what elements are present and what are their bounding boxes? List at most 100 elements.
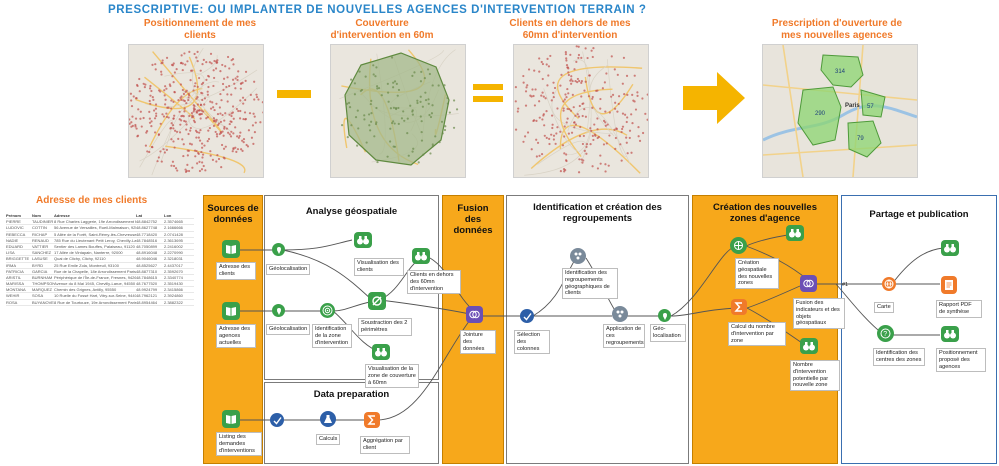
table-cell: 2.3613695 bbox=[164, 237, 183, 243]
browse-outside-binoculars-icon[interactable] bbox=[412, 248, 430, 264]
table-cell: 48.9046046 bbox=[136, 256, 158, 262]
table-cell: GARCIA bbox=[32, 268, 48, 274]
table-cell: BYRD bbox=[32, 262, 44, 268]
trade-area-target-icon[interactable] bbox=[320, 303, 335, 318]
agency-label-1: 314 bbox=[835, 69, 846, 75]
geolocation-groups-pin-icon[interactable] bbox=[658, 309, 671, 322]
label-identification-regroupements: Identification des regroupements géograp… bbox=[562, 268, 618, 300]
label-vis-zone: Visualisation de la zone de couverture à… bbox=[365, 364, 419, 389]
label-soustraction: Soustraction des 2 périmètres bbox=[358, 318, 412, 336]
table-cell: 2.3340774 bbox=[164, 274, 183, 280]
table-header-cell: Lat bbox=[136, 213, 142, 218]
cluster-analysis-icon[interactable] bbox=[570, 248, 586, 264]
table-cell: WEHIR bbox=[6, 293, 20, 299]
panel-title-fusion: Fusion des données bbox=[453, 203, 493, 236]
table-cell: 48.8627748 bbox=[136, 225, 158, 231]
table-cell: 2.0741428 bbox=[164, 231, 183, 237]
label-carte: Carte bbox=[874, 302, 894, 313]
table-cell: 25 Rue Emile Zola, Montreuil, 93100 bbox=[54, 262, 119, 268]
table-cell: 48.8916048 bbox=[136, 250, 158, 256]
table-header-cell: Lon bbox=[164, 213, 172, 218]
panel-sharing: Partage et publication bbox=[841, 195, 997, 464]
label-vis-clients: Visualisation des clients bbox=[354, 258, 404, 276]
map-prescription: 314 290 57 79 Paris bbox=[762, 44, 918, 178]
table-cell: MARISSA bbox=[6, 281, 25, 287]
input-interventions-book-icon[interactable] bbox=[222, 410, 240, 428]
table-cell: IRMA bbox=[6, 262, 16, 268]
table-cell: 17 Allée de Vintapain, Nanterre, 92000 bbox=[54, 250, 123, 256]
browse-binoculars-icon[interactable] bbox=[354, 232, 372, 248]
select-check-icon[interactable] bbox=[270, 413, 284, 427]
table-cell: BUYANOVER bbox=[32, 299, 54, 305]
table-cell: 48.7848615 bbox=[136, 274, 158, 280]
table-cell: LUDOVIC bbox=[6, 225, 24, 231]
table-cell: SANCHEZ bbox=[32, 250, 52, 256]
label-creation-zones: Création géospatiale des nouvelles zones bbox=[735, 258, 779, 290]
panel-title-sources: Sources de données bbox=[207, 203, 259, 225]
table-cell: 2.3519430 bbox=[164, 281, 183, 287]
table-cell: Périphérique de l'Île-de-France, Fresnes… bbox=[54, 274, 136, 280]
select-columns-check-icon[interactable] bbox=[520, 309, 534, 323]
geolocation-agencies-pin-icon[interactable] bbox=[272, 304, 285, 317]
table-cell: RICHAP bbox=[32, 231, 48, 237]
table-header-cell: Nom bbox=[32, 213, 41, 218]
table-cell: TAUDINIER bbox=[32, 219, 54, 225]
browse-report-binoculars-icon[interactable] bbox=[941, 240, 959, 256]
create-zones-geo-icon[interactable] bbox=[730, 237, 747, 254]
cluster-apply-icon[interactable] bbox=[612, 306, 628, 322]
map-globe-icon[interactable] bbox=[882, 277, 896, 291]
table-cell: BRIGGETTE bbox=[6, 256, 30, 262]
label-fusion-indicateurs: Fusion des indicateurs et des objets géo… bbox=[793, 298, 845, 330]
browse-centers-binoculars-icon[interactable] bbox=[941, 326, 959, 342]
center-identification-question-icon[interactable]: ? bbox=[877, 325, 894, 342]
label-identification-centres: Identification des centres des zones bbox=[873, 348, 925, 366]
table-cell: 2.2270990 bbox=[164, 250, 183, 256]
table-cell: 5 Allée de la Forêt, Saint-Rémy-lès-Chev… bbox=[54, 231, 136, 237]
formula-flask-icon[interactable] bbox=[320, 411, 336, 427]
table-cell: 2.3882322 bbox=[164, 299, 183, 305]
table-cell: Sentier des Lames Bouffes, Palaiseau, 91… bbox=[54, 243, 135, 249]
label-src-agencies: Adresse des agences actuelles bbox=[216, 324, 256, 349]
geolocation-pin-icon[interactable] bbox=[272, 243, 285, 256]
browse-zones-binoculars-icon[interactable] bbox=[786, 225, 804, 241]
render-report-document-icon[interactable] bbox=[941, 276, 957, 294]
count-sigma-icon[interactable] bbox=[731, 299, 747, 315]
table-cell: 48.8954464 bbox=[136, 299, 158, 305]
page-title: PRESCRIPTIVE: OU IMPLANTER DE NOUVELLES … bbox=[108, 4, 647, 16]
spatial-process-icon[interactable] bbox=[368, 292, 386, 310]
table-cell: 48.8842752 bbox=[136, 219, 158, 225]
fusion-join-icon[interactable] bbox=[800, 275, 817, 292]
table-row: ROSABUYANOVER8 Rue de Tourtouze, 19e Arr… bbox=[6, 300, 194, 306]
label-geolocalisation-groups: Géo-localisation bbox=[650, 324, 686, 342]
table-cell: REBECCA bbox=[6, 231, 26, 237]
table-cell: Chemin des Grignes, Antilly, 95550 bbox=[54, 287, 117, 293]
table-cell: RENAUD bbox=[32, 237, 49, 243]
browse-count-binoculars-icon[interactable] bbox=[800, 338, 818, 354]
join-icon[interactable] bbox=[466, 306, 483, 323]
label-geo2: Géolocalisation bbox=[266, 324, 311, 335]
input-agencies-book-icon[interactable] bbox=[222, 302, 240, 320]
panel-title-data-prep: Data preparation bbox=[313, 389, 390, 400]
table-row: REBECCA RICHAP 5 Allée de la Forêt, Saint-… bbox=[6, 232, 194, 238]
label-selection-colonnes: Sélection des colonnes bbox=[514, 330, 550, 355]
arrow-right-icon bbox=[683, 72, 745, 124]
label-clients-out: Clients en dehors des 60mn d'interventio… bbox=[407, 270, 461, 295]
table-cell: 2.1666666 bbox=[164, 225, 183, 231]
panel-fusion: Fusion des données bbox=[442, 195, 504, 464]
input-clients-book-icon[interactable] bbox=[222, 240, 240, 258]
table-cell: THOMPSON bbox=[32, 281, 54, 287]
label-identification-zone: Identification de la zone d'intervention bbox=[312, 324, 352, 349]
label-src-interventions: Listing des demandes d'interventions bbox=[216, 432, 262, 457]
browse-zone-binoculars-icon[interactable] bbox=[372, 344, 390, 360]
table-cell: BURNHAM bbox=[32, 274, 53, 280]
summarize-sigma-icon[interactable] bbox=[364, 412, 380, 428]
table-cell: Rue de la Chapelle, 18e Arrondissement P… bbox=[54, 268, 136, 274]
